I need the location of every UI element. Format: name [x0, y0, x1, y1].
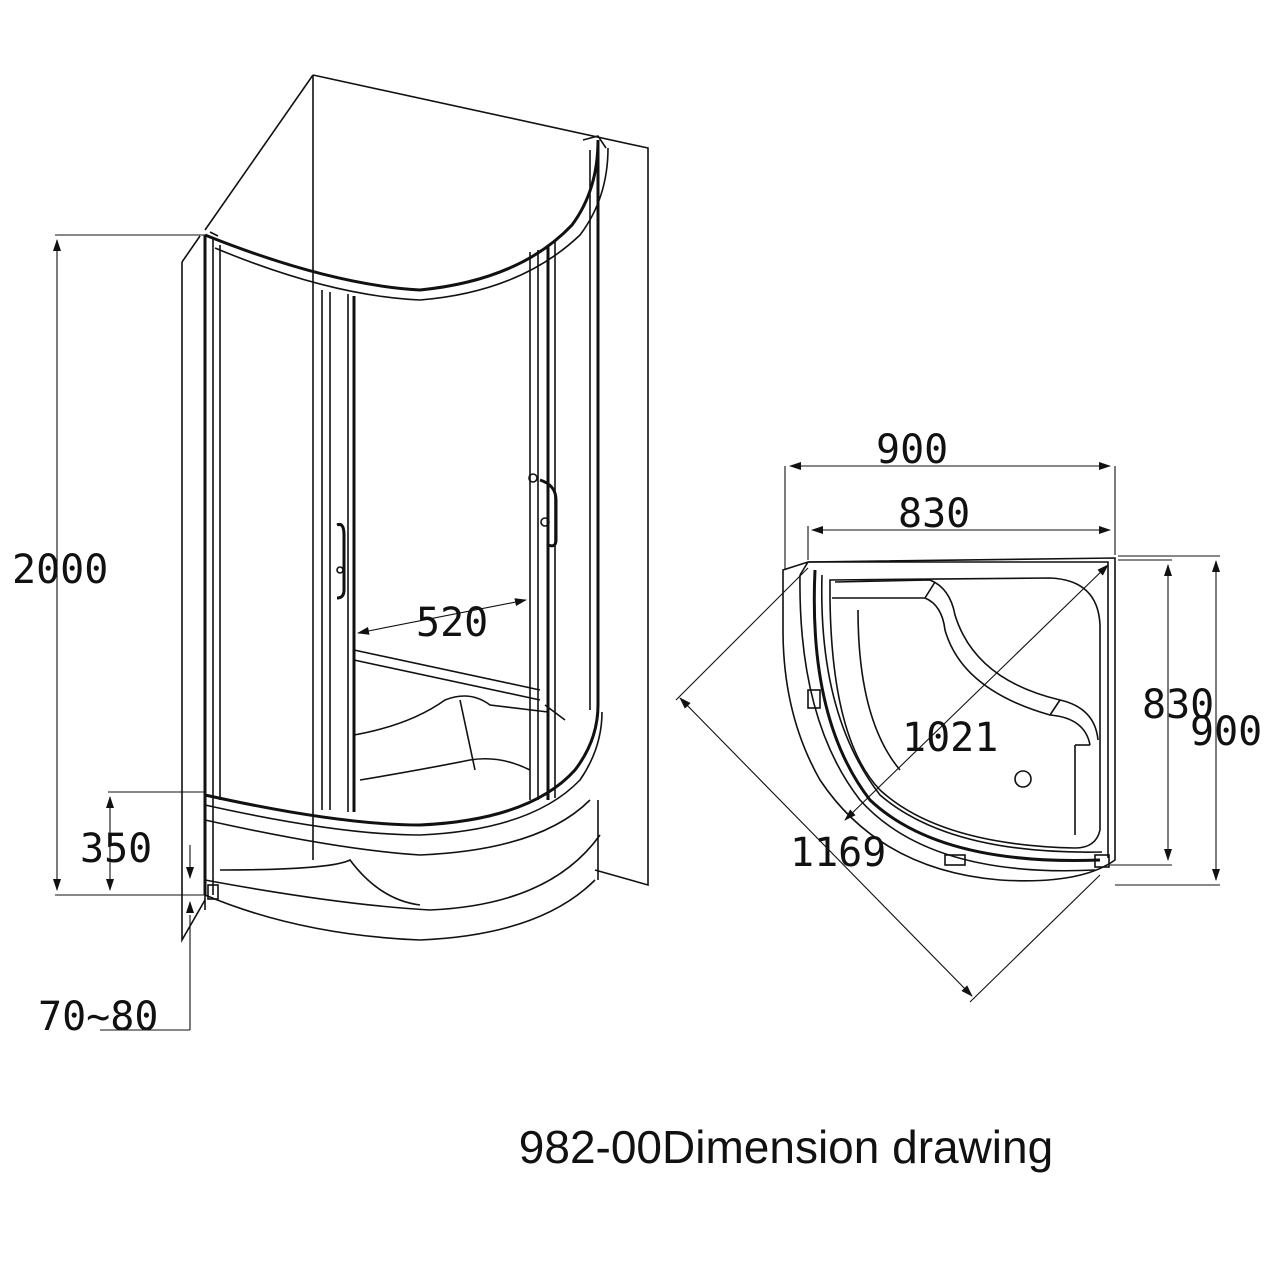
- inner-depth-label: 830: [1142, 682, 1214, 728]
- height-label: 2000: [12, 547, 108, 593]
- door-width-dimension-line: [357, 598, 527, 635]
- tray-apron-top: [204, 799, 591, 856]
- left-wall-top-edge: [204, 74, 314, 231]
- left-door-handle: [336, 523, 346, 600]
- tray-seat-contour: [353, 695, 549, 736]
- right-back-wall: [312, 74, 649, 887]
- right-door-handle: [539, 478, 558, 548]
- leg-adjust-label: 70~80: [38, 994, 158, 1040]
- inner-diagonal-label: 1021: [902, 715, 998, 761]
- shower-enclosure-3d-view: 2000 520 350 70~80: [12, 74, 649, 1040]
- adjustable-foot: [207, 884, 219, 900]
- drawing-title: 982-00Dimension drawing: [518, 1121, 1054, 1173]
- bottom-curved-rail: [204, 704, 600, 827]
- left-wall-front-edge: [181, 262, 206, 943]
- outer-depth-label: 900: [1190, 709, 1262, 755]
- door-width-label: 520: [416, 600, 488, 646]
- inner-width-label: 830: [898, 491, 970, 537]
- tray-apron-bottom: [204, 834, 601, 911]
- shower-tray-plan-view: 900 830 830 900 1021 1169: [675, 427, 1262, 1003]
- outer-diagonal-dimension-line: [679, 697, 973, 997]
- outer-width-label: 900: [876, 427, 948, 473]
- inner-diagonal-dimension-line: [844, 564, 1109, 821]
- tray-back-edge: [353, 649, 541, 691]
- top-curved-rail: [204, 139, 600, 292]
- tray-height-label: 350: [80, 826, 152, 872]
- drain-icon: [1014, 770, 1032, 788]
- outer-diagonal-label: 1169: [790, 830, 886, 876]
- tray-base: [204, 879, 596, 941]
